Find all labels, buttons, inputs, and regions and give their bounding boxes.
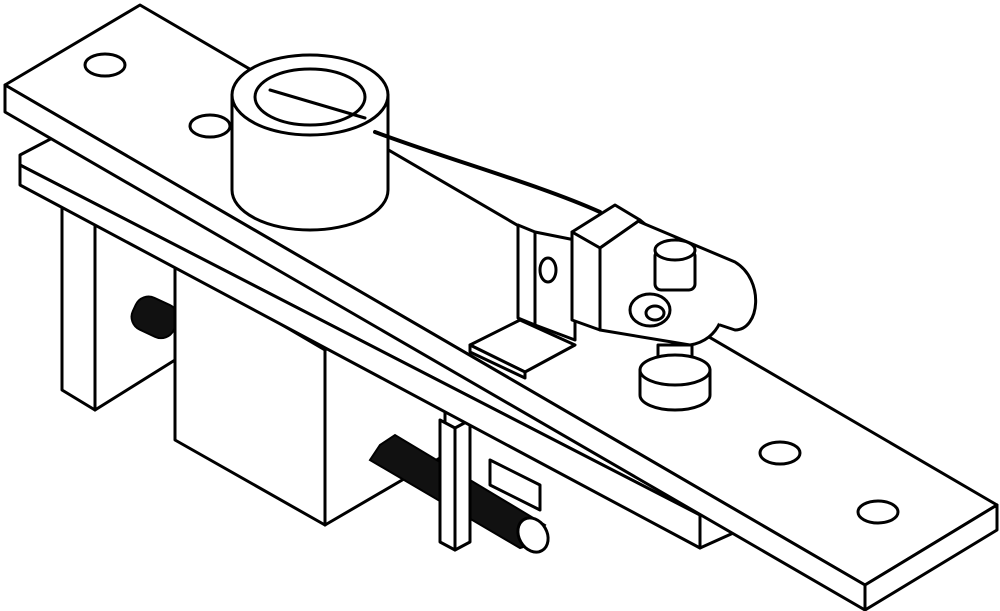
- pivot-cylinder: [230, 53, 390, 232]
- hole: [188, 113, 232, 139]
- hole: [856, 499, 900, 525]
- angle-bracket: [468, 223, 577, 380]
- mounting-holes: [83, 52, 900, 525]
- adjusting-bolt: [638, 238, 712, 412]
- wire: [373, 130, 602, 214]
- hole: [83, 52, 127, 78]
- hole: [758, 440, 802, 466]
